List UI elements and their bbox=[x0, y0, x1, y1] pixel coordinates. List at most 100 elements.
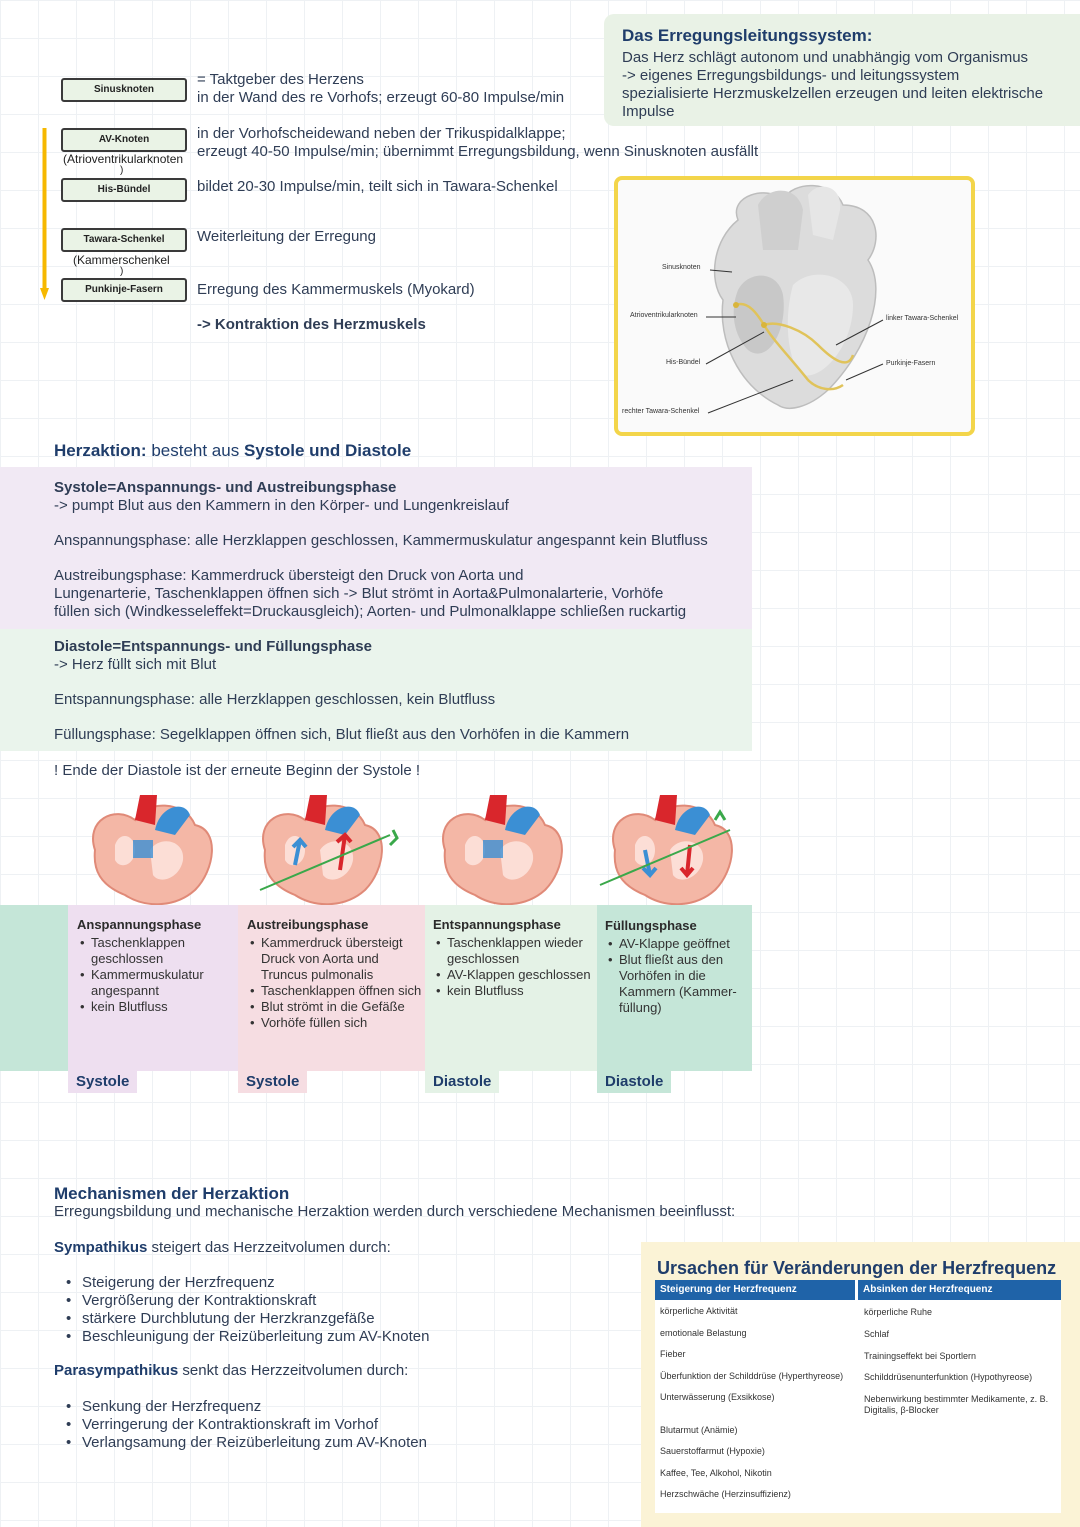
herzaktion-heading: Herzaktion: besteht aus Systole und Dias… bbox=[54, 441, 411, 461]
av-desc-2: erzeugt 40-50 Impulse/min; übernimmt Err… bbox=[197, 143, 759, 160]
phase-item: Blut fließt aus den Vorhöfen in die Kamm… bbox=[605, 952, 750, 1016]
phase-tag-diastole: Diastole bbox=[425, 1071, 500, 1093]
conduction-arrow bbox=[40, 128, 49, 300]
phase-tag-systole-2: Systole bbox=[238, 1071, 308, 1093]
diastole-band bbox=[0, 629, 752, 751]
fig-label-his: His-Bündel bbox=[666, 359, 701, 366]
node-av-knoten: AV-Knoten bbox=[61, 128, 187, 152]
phase-list: AV-Klappe geöffnet Blut fließt aus den V… bbox=[605, 936, 750, 1016]
phase-austreibung: Austreibungsphase Kammerdruck übersteigt… bbox=[238, 905, 425, 1071]
phase-item: Kammerdruck übersteigt Druck von Aorta u… bbox=[247, 935, 422, 983]
table-cell: Schilddrüsenunterfunktion (Hypothyreose) bbox=[864, 1372, 1033, 1382]
heart-fuellung-icon bbox=[599, 795, 733, 905]
phase-item: Taschenklappen öffnen sich bbox=[247, 983, 422, 999]
node-av-subtitle: (Atrioventrikularknoten bbox=[63, 152, 184, 166]
fig-label-sinusknoten: Sinusknoten bbox=[662, 264, 701, 271]
conduction-figure: Sinusknoten Atrioventrikularknoten His-B… bbox=[614, 176, 975, 436]
table-header-right: Absinken der Herzfrequenz bbox=[858, 1280, 1061, 1300]
list-item: Senkung der Herzfrequenz bbox=[54, 1398, 427, 1416]
table-cell: Sauerstoffarmut (Hypoxie) bbox=[660, 1446, 765, 1456]
info-line-4: Impulse bbox=[622, 103, 675, 120]
heart-austreibung-icon bbox=[259, 795, 399, 905]
entspannung-text: Entspannungsphase: alle Herzklappen gesc… bbox=[54, 691, 496, 708]
phase-title: Austreibungsphase bbox=[247, 917, 369, 932]
parasympathikus-label: Parasympathikus bbox=[54, 1362, 179, 1379]
phase-item: kein Blutfluss bbox=[433, 983, 593, 999]
sympathikus-label: Sympathikus bbox=[54, 1239, 148, 1256]
info-line-3: spezialisierte Herzmuskelzellen erzeugen… bbox=[622, 85, 1044, 102]
austreibung-text-2: Lungenarterie, Taschenklappen öffnen sic… bbox=[54, 585, 664, 602]
sympathikus-line: Sympathikus steigert das Herzzeitvolumen… bbox=[54, 1239, 391, 1257]
phase-fuellung: Füllungsphase AV-Klappe geöffnet Blut fl… bbox=[597, 905, 752, 1071]
cycle-note: ! Ende der Diastole ist der erneute Begi… bbox=[54, 762, 421, 779]
phase-entspannung: Entspannungsphase Taschenklappen wieder … bbox=[425, 905, 597, 1071]
diastole-sub: -> Herz füllt sich mit Blut bbox=[54, 656, 217, 673]
table-title: Ursachen für Veränderungen der Herzfrequ… bbox=[657, 1258, 1057, 1278]
mechanismen-title: Mechanismen der Herzaktion bbox=[54, 1184, 290, 1203]
table-cell: körperliche Aktivität bbox=[660, 1306, 738, 1316]
table-cell: Herzschwäche (Herzinsuffizienz) bbox=[660, 1489, 791, 1499]
phase-list: Taschenklappen wieder geschlossen AV-Kla… bbox=[433, 935, 593, 999]
herzaktion-mid: besteht aus bbox=[151, 441, 240, 460]
table-cell: emotionale Belastung bbox=[660, 1328, 747, 1338]
phase-item: AV-Klappen geschlossen bbox=[433, 967, 593, 983]
phase-list: Kammerdruck übersteigt Druck von Aorta u… bbox=[247, 935, 422, 1031]
table-cell: Überfunktion der Schilddrüse (Hyperthyre… bbox=[660, 1371, 844, 1381]
phase-item: Vorhöfe füllen sich bbox=[247, 1015, 422, 1031]
diastole-title: Diastole=Entspannungs- und Füllungsphase bbox=[54, 638, 372, 655]
node-sinusknoten: Sinusknoten bbox=[61, 78, 187, 102]
fig-label-purkinje: Purkinje-Fasern bbox=[886, 360, 936, 367]
paren-close-2: ) bbox=[120, 266, 124, 277]
heart-anatomy-illustration bbox=[705, 184, 884, 414]
table-cell: Nebenwirkung bestimmter Medikamente, z. … bbox=[864, 1394, 1049, 1404]
table-cell: Digitalis, β-Blocker bbox=[864, 1405, 939, 1415]
info-line-2: -> eigenes Erregungsbildungs- und leitun… bbox=[622, 67, 960, 84]
table-cell: Kaffee, Tee, Alkohol, Nikotin bbox=[660, 1468, 772, 1478]
sympathikus-list: Steigerung der Herzfrequenz Vergrößerung… bbox=[54, 1274, 429, 1346]
table-cell: Fieber bbox=[660, 1349, 686, 1359]
herzaktion-title: Herzaktion: bbox=[54, 441, 147, 460]
austreibung-text-3: füllen sich (Windkesseleffekt=Druckausgl… bbox=[54, 603, 687, 620]
table-cell: Blutarmut (Anämie) bbox=[660, 1425, 738, 1435]
list-item: stärkere Durchblutung der Herzkranzgefäß… bbox=[54, 1310, 429, 1328]
systole-title: Systole=Anspannungs- und Austreibungspha… bbox=[54, 479, 397, 496]
av-desc-1: in der Vorhofscheidewand neben der Triku… bbox=[197, 125, 566, 142]
phase-item: kein Blutfluss bbox=[77, 999, 235, 1015]
phase-title: Anspannungsphase bbox=[77, 917, 202, 932]
his-desc: bildet 20-30 Impulse/min, teilt sich in … bbox=[197, 178, 558, 195]
sinus-desc-1: = Taktgeber des Herzens bbox=[197, 71, 364, 88]
table-cell: Unterwässerung (Exsikkose) bbox=[660, 1392, 775, 1402]
fuellung-text: Füllungsphase: Segelklappen öffnen sich,… bbox=[54, 726, 630, 743]
heart-rate-table: Ursachen für Veränderungen der Herzfrequ… bbox=[641, 1242, 1080, 1527]
phase-list: Taschenklappen geschlossen Kammermuskula… bbox=[77, 935, 235, 1015]
phase-item: Taschenklappen wieder geschlossen bbox=[433, 935, 593, 967]
tawara-desc: Weiterleitung der Erregung bbox=[197, 228, 376, 245]
contraction-result: -> Kontraktion des Herzmuskels bbox=[197, 316, 426, 333]
table-cell: Schlaf bbox=[864, 1329, 890, 1339]
phase-anspannung: Anspannungsphase Taschenklappen geschlos… bbox=[68, 905, 238, 1071]
heart-entspannung-icon bbox=[442, 795, 563, 905]
list-item: Vergrößerung der Kontraktionskraft bbox=[54, 1292, 429, 1310]
phase-item: AV-Klappe geöffnet bbox=[605, 936, 750, 952]
node-purkinje-fasern: Punkinje-Fasern bbox=[61, 278, 187, 302]
anspannung-text: Anspannungsphase: alle Herzklappen gesch… bbox=[54, 532, 708, 549]
fig-label-rechter: rechter Tawara-Schenkel bbox=[622, 408, 700, 415]
down-arrow-icon bbox=[40, 128, 49, 300]
parasympathikus-rest: senkt das Herzzeitvolumen durch: bbox=[182, 1362, 409, 1379]
sinus-desc-2: in der Wand des re Vorhofs; erzeugt 60-8… bbox=[197, 89, 565, 106]
phase-strip-left bbox=[0, 905, 68, 1071]
phase-item: Taschenklappen geschlossen bbox=[77, 935, 235, 967]
table-body: Steigerung der Herzfrequenz Absinken der… bbox=[655, 1280, 1061, 1513]
systole-sub: -> pumpt Blut aus den Kammern in den Kör… bbox=[54, 497, 509, 514]
mechanismen-intro: Erregungsbildung und mechanische Herzakt… bbox=[54, 1203, 736, 1220]
table-cell: Trainingseffekt bei Sportlern bbox=[864, 1351, 977, 1361]
info-line-1: Das Herz schlägt autonom und unabhängig … bbox=[622, 49, 1029, 66]
sympathikus-rest: steigert das Herzzeitvolumen durch: bbox=[151, 1239, 391, 1256]
fig-label-linker: linker Tawara-Schenkel bbox=[886, 315, 959, 322]
paren-close: ) bbox=[120, 165, 124, 176]
fig-label-av: Atrioventrikularknoten bbox=[630, 312, 698, 319]
table-header-left: Steigerung der Herzfrequenz bbox=[655, 1280, 855, 1300]
list-item: Steigerung der Herzfrequenz bbox=[54, 1274, 429, 1292]
parasympathikus-list: Senkung der Herzfrequenz Verringerung de… bbox=[54, 1398, 427, 1452]
node-tawara-subtitle: (Kammerschenkel bbox=[73, 253, 170, 267]
